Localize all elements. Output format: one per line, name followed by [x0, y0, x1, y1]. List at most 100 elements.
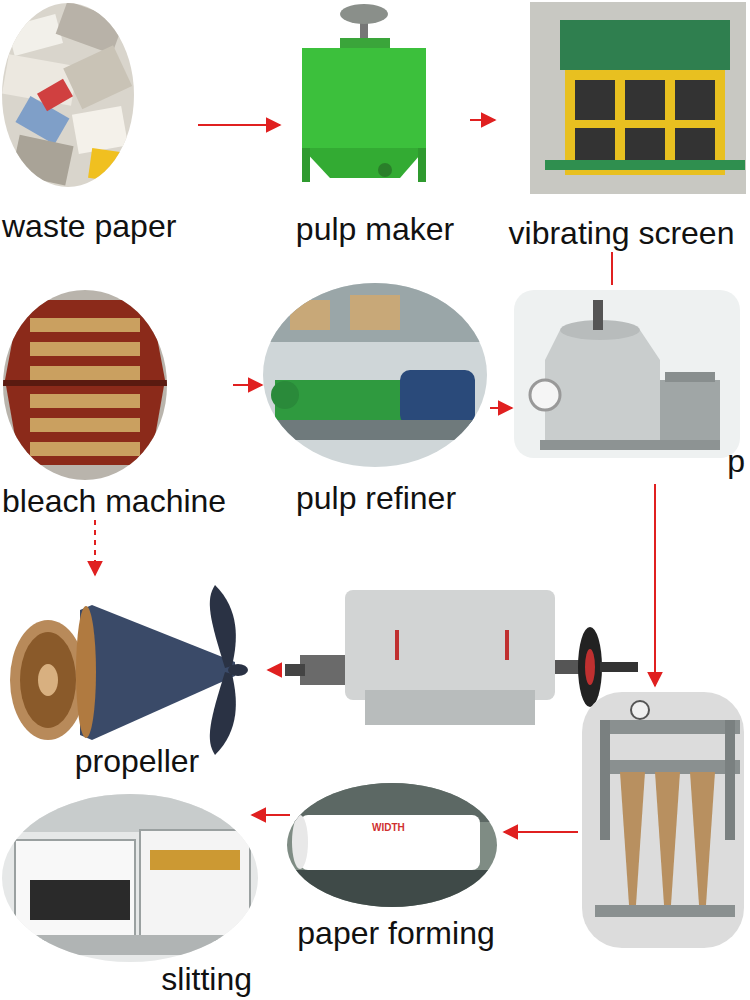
- bleach-machine-picture: [0, 288, 170, 483]
- cleaner-picture-part: [690, 772, 715, 905]
- cleaner-picture-part: [725, 720, 735, 840]
- process-step: pulp maker: [280, 2, 470, 248]
- step-caption: pulp refiner: [296, 479, 456, 517]
- flow-connector: [490, 407, 512, 409]
- pulp-maker-picture-part: [418, 148, 426, 182]
- pulp-pump-picture-part: [585, 649, 595, 685]
- pulp-pump-picture-part: [300, 655, 350, 685]
- pulp-pump-picture-part: [395, 630, 399, 660]
- pulp-maker-picture-part: [340, 4, 388, 24]
- cleaner-picture-part: [600, 760, 740, 774]
- pulp-refiner-picture-part: [265, 420, 485, 440]
- waste-paper-picture-part: [72, 106, 128, 154]
- propeller-picture-part: [20, 632, 76, 728]
- propeller-picture: [10, 585, 248, 755]
- roll-label: WIDTH: [372, 822, 405, 834]
- slitting-picture-part: [0, 792, 262, 832]
- slitting-picture-part: [0, 792, 262, 962]
- process-step: pulp refiner: [262, 282, 490, 517]
- pressure-screen-picture: [514, 290, 740, 458]
- vibrating-screen-picture-part: [560, 20, 730, 70]
- process-step: vibrating screen: [495, 2, 748, 252]
- pulp-maker-picture-part: [378, 163, 392, 177]
- bleach-machine-picture-part: [0, 288, 170, 483]
- paper-forming-picture-part: [292, 815, 308, 869]
- paper-forming-picture-part: [285, 782, 500, 910]
- cleaner-picture-part: [631, 701, 649, 719]
- pulp-pump-picture-part: [345, 590, 555, 700]
- process-step: slitting: [2, 785, 252, 998]
- pulp-maker-picture-part: [302, 48, 426, 148]
- step-caption: paper forming: [297, 914, 494, 952]
- waste-paper-picture-part: [0, 0, 140, 190]
- flow-arrow: [504, 831, 578, 833]
- propeller-picture-part: [210, 585, 236, 668]
- flow-arrow: [268, 484, 655, 832]
- step-caption: bleach machine: [2, 482, 226, 520]
- pulp-pump-picture-part: [600, 662, 638, 672]
- propeller-picture-part: [76, 606, 96, 738]
- pulp-maker-picture-part: [302, 148, 310, 182]
- cleaner-picture-part: [600, 720, 740, 734]
- pulp-refiner-picture-part: [290, 300, 330, 330]
- cleaner-picture-part: [595, 905, 735, 917]
- pressure-screen-picture-part: [660, 380, 720, 440]
- paper-forming-picture-part: [300, 815, 480, 870]
- cleaner-picture-part: [600, 720, 610, 840]
- process-step: paper forming: [290, 780, 502, 952]
- cleaner-picture-part: [620, 772, 645, 905]
- waste-paper-picture-part: [7, 14, 63, 56]
- cleaner-picture-part: [655, 772, 680, 905]
- step-caption: p: [727, 442, 745, 480]
- process-step: bleach machine: [2, 285, 233, 520]
- process-step: waste paper: [2, 2, 198, 245]
- step-caption: vibrating screen: [509, 214, 735, 252]
- pulp-pump-picture-part: [578, 627, 602, 707]
- process-step: p: [512, 285, 745, 480]
- waste-paper-picture-part: [88, 148, 122, 182]
- flow-arrow: [268, 669, 282, 671]
- pulp-refiner-picture-part: [260, 282, 495, 472]
- propeller-picture-part: [228, 664, 248, 676]
- flow-connector: [252, 814, 290, 816]
- slitting-picture-part: [0, 935, 262, 955]
- vibrating-screen-picture-part: [675, 80, 715, 120]
- step-caption: slitting: [161, 960, 252, 998]
- step-caption: propeller: [75, 742, 200, 780]
- waste-paper-picture-part: [56, 1, 124, 54]
- flow-arrow: [654, 484, 656, 686]
- slitting-picture-part: [140, 830, 250, 940]
- flow-connector: [94, 520, 96, 575]
- step-caption: waste paper: [2, 207, 176, 245]
- flow-connector: [470, 119, 495, 121]
- pulp-refiner-picture-part: [260, 282, 495, 342]
- slitting-picture-part: [150, 850, 240, 870]
- pressure-screen-picture-part: [593, 300, 603, 330]
- paper-forming-picture-part: [285, 870, 500, 910]
- bleach-machine-picture-part: [30, 418, 140, 432]
- pulp-pump-picture-part: [505, 630, 509, 660]
- flow-connector: [611, 252, 613, 285]
- pressure-screen-picture-part: [514, 290, 740, 458]
- flow-connector: [233, 384, 262, 386]
- waste-paper-picture-part: [63, 45, 132, 109]
- bleach-machine-picture-part: [0, 380, 170, 386]
- bleach-machine-picture-part: [30, 342, 140, 356]
- vibrating-screen-picture-part: [530, 2, 746, 194]
- paper-forming-picture: [285, 782, 500, 910]
- pulp-refiner-picture-part: [350, 295, 400, 330]
- pulp-pump-picture-part: [285, 664, 305, 676]
- waste-paper-picture: [0, 0, 140, 190]
- pulp-refiner-picture-part: [400, 370, 475, 425]
- pulp-pump-picture: [285, 590, 638, 725]
- step-caption: pulp maker: [296, 210, 454, 248]
- slitting-picture-part: [15, 840, 135, 940]
- pulp-refiner-picture-part: [271, 381, 299, 409]
- vibrating-screen-picture: [530, 2, 746, 194]
- waste-paper-picture-part: [37, 79, 73, 111]
- pressure-screen-picture-part: [665, 372, 715, 382]
- cleaner-picture-part: [582, 692, 744, 948]
- vibrating-screen-picture-part: [545, 160, 745, 170]
- pressure-screen-picture-part: [545, 330, 660, 440]
